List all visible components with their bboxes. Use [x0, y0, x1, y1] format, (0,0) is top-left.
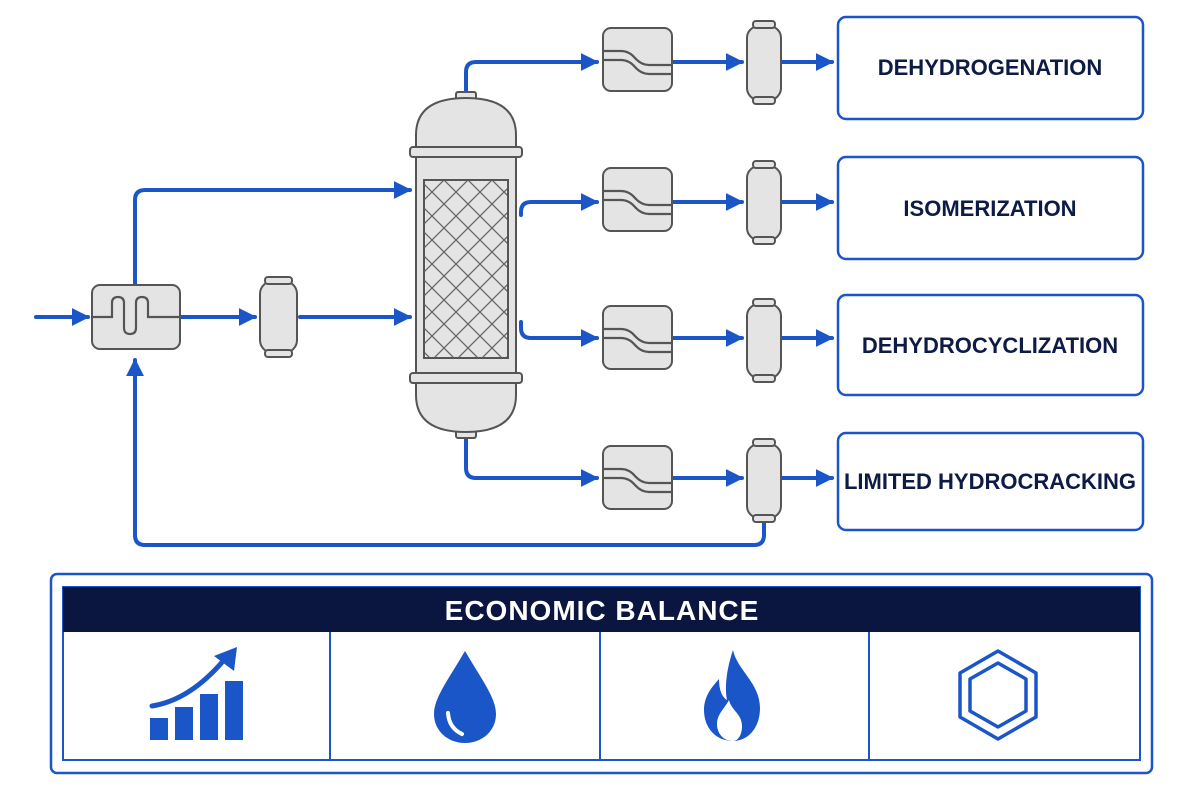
heat-exchanger [602, 27, 673, 92]
water-drop-icon [434, 651, 496, 743]
product-label: DEHYDROGENATION [878, 55, 1103, 80]
growth-chart-icon [149, 647, 243, 740]
feed-vessel [259, 276, 298, 358]
product-box-dehydrogenation: DEHYDROGENATION [836, 15, 1145, 121]
economic-balance-title-bar [63, 587, 1140, 632]
product-label: DEHYDROCYCLIZATION [862, 333, 1118, 358]
heating-coil-icon [92, 295, 180, 336]
feed-heater [91, 284, 181, 350]
benzene-ring-icon [958, 649, 1038, 741]
reactor-top-outlet-line [464, 53, 599, 97]
economic-balance-title: ECONOMIC BALANCE [445, 595, 760, 626]
catalytic-reactor [409, 91, 523, 439]
product-box-isomerization: ISOMERIZATION [836, 155, 1145, 261]
economic-balance-panel: ECONOMIC BALANCE [49, 572, 1154, 775]
product-label: ISOMERIZATION [903, 196, 1076, 221]
product-box-limited-hydrocracking: LIMITED HYDROCRACKING [836, 431, 1145, 532]
bypass-to-reactor-top-line [133, 181, 412, 286]
separator-drum [746, 160, 782, 245]
separator-drum [746, 20, 782, 105]
product-label: LIMITED HYDROCRACKING [844, 469, 1136, 494]
reactor-bottom-outlet-line [464, 434, 599, 487]
flow-lines [34, 53, 834, 547]
heat-exchanger [602, 445, 673, 510]
product-box-dehydrocyclization: DEHYDROCYCLIZATION [836, 293, 1145, 397]
heat-exchanger [602, 167, 673, 232]
catalyst-bed [423, 179, 509, 359]
heat-exchanger [602, 305, 673, 370]
recycle-line [126, 358, 766, 547]
separator-drum [746, 298, 782, 383]
reactor-side-outlet-1-line [519, 193, 599, 217]
reactor-side-outlet-2-line [519, 320, 599, 347]
separator-drum [746, 438, 782, 523]
flame-icon [704, 650, 760, 741]
